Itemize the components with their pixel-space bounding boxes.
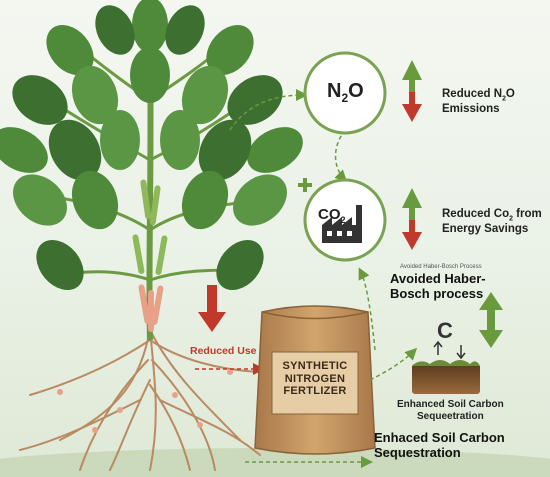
- factory-icon: [322, 205, 362, 243]
- haber-bosch-label: Avoided Haber- Bosch process: [390, 271, 486, 301]
- n2o-symbol: N2O: [327, 80, 364, 105]
- soil-carbon-small-label: Enhanced Soil Carbon Sequeetration: [397, 399, 504, 422]
- dashed-connectors: [229, 89, 418, 468]
- haber-bosch-small-label: Avoided Haber-Bosch Process: [400, 264, 482, 270]
- n2o-label: Reduced N2O Emissions: [442, 88, 515, 116]
- co2-updown-arrow: [402, 188, 422, 250]
- n2o-circle: [303, 51, 387, 135]
- co2-label: Reduced Co2 from Energy Savings: [442, 208, 542, 236]
- soil-block: [412, 360, 480, 394]
- pods: [132, 179, 168, 275]
- leaves: [0, 0, 303, 291]
- root-nodules: [57, 369, 233, 433]
- co2-symbol: CO2: [318, 206, 346, 225]
- soil-carbon-updown-arrow: [479, 292, 503, 348]
- reduced-use-label: Reduced Use: [190, 345, 257, 357]
- flower-pods: [138, 284, 164, 332]
- reduced-use-arrow: [198, 285, 226, 332]
- plus-icon: [298, 178, 312, 192]
- carbon-arrows: [433, 340, 466, 360]
- fertilizer-bag-label: SYNTHETIC NITROGEN FERTLIZER: [282, 360, 348, 398]
- carbon-symbol: C: [437, 318, 453, 343]
- soil-carbon-label: Enhaced Soil Carbon Sequestration: [374, 430, 505, 460]
- n2o-updown-arrow: [402, 60, 422, 122]
- roots: [19, 329, 261, 471]
- fertilizer-bag: [254, 305, 376, 455]
